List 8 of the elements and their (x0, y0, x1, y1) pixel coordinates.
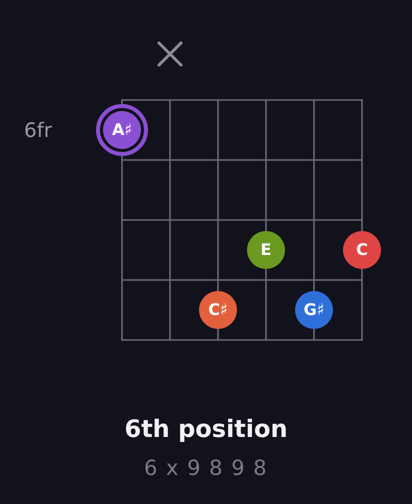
fingering-text: 6 x 9 8 9 8 (144, 458, 268, 479)
position-title: 6th position (124, 417, 288, 441)
fret-number-label: 6fr (24, 120, 52, 140)
note-dot: C♯ (199, 291, 237, 329)
note-dot: C (343, 231, 381, 269)
root-note-dot: A♯ (96, 104, 148, 156)
note-dot: E (247, 231, 285, 269)
note-dot: G♯ (295, 291, 333, 329)
